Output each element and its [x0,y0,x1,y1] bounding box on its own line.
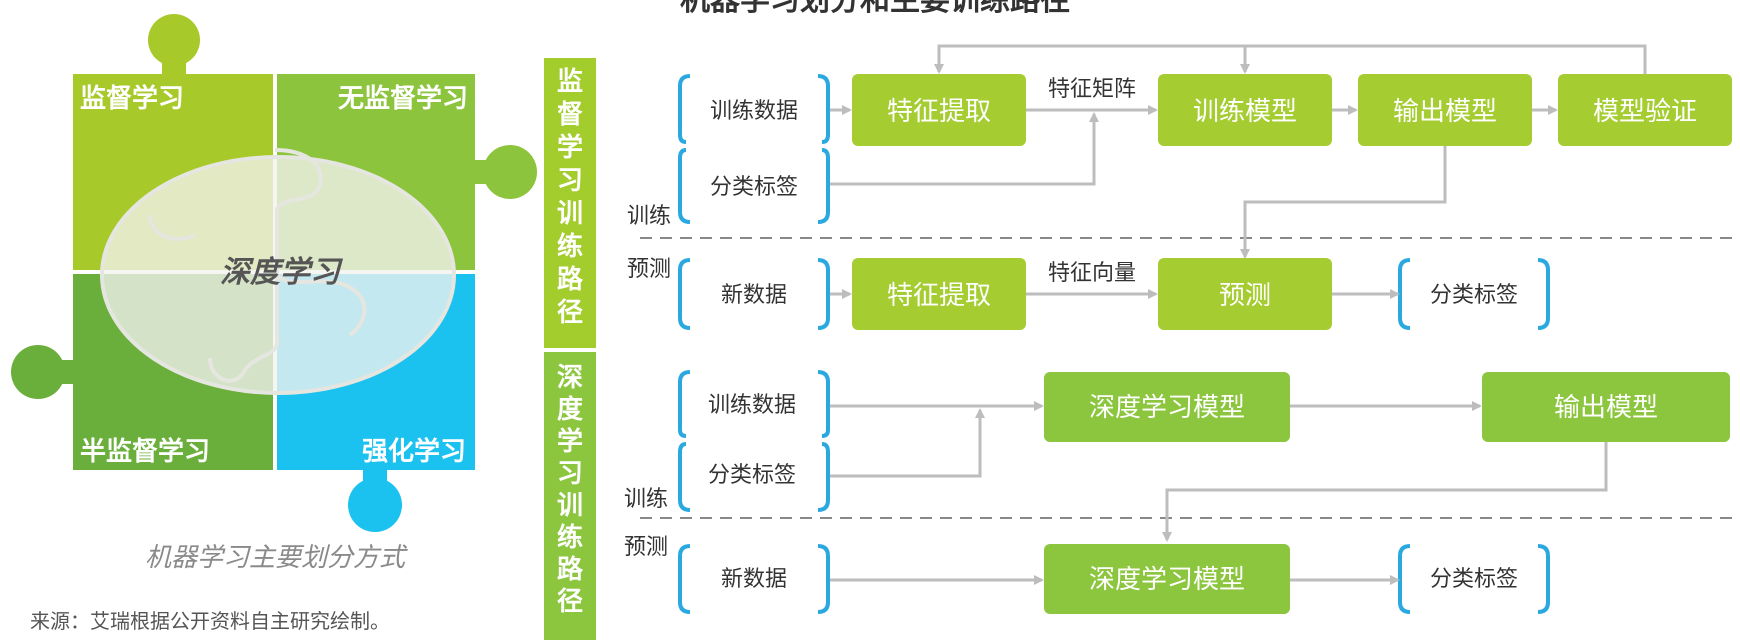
puzzle-knob-top [148,14,200,66]
puzzle-label-semi-supervised: 半监督学习 [80,436,210,467]
label-feature-matrix: 特征矩阵 [1048,77,1136,102]
puzzle-inner-outline [148,148,367,383]
brace-right-result [1537,258,1550,330]
section-label-deep-char: 径 [557,587,583,617]
brace-right-dl-label [817,442,830,512]
box-output-model-label: 输出模型 [1393,97,1497,127]
puzzle-label-supervised: 监督学习 [80,83,184,114]
puzzle-knob-top-neck [162,56,186,76]
arrow-dl-label-to-model [830,408,985,478]
box-predict-label: 预测 [1219,281,1271,311]
label-feature-vector: 特征向量 [1048,261,1136,286]
brace-right-train-data [817,74,830,144]
brace-left-dl-result [1398,544,1411,614]
sup-train-data: 训练数据 [710,99,798,124]
section-label-supervised-char: 路 [557,264,584,295]
section-label-supervised-char: 习 [557,166,583,196]
supervised-predict-tag: 预测 [627,257,671,282]
supervised-train-tag: 训练 [627,204,671,229]
section-label-deep-char: 深 [557,363,583,393]
dl-class-label: 分类标签 [708,463,796,488]
deep-flow: 训练 预测 训练数据 分类标签 深度学习模型 输出模型 新数据 深度学习模型 分… [624,370,1730,614]
box-feature-extract [852,74,1026,146]
section-label-supervised-char: 督 [557,99,583,130]
puzzle-label-deep-learning: 深度学习 [220,255,344,290]
supervised-flow: 训练 预测 训练数据 分类标签 特征提取 训练模型 输出模型 模型验证 特征矩阵… [627,44,1732,330]
arrow-dl-output-to-predict [1162,442,1608,542]
brace-right-dl-result [1537,544,1550,614]
puzzle-knob-left-neck [56,360,76,384]
brace-right-dl-new [817,544,830,614]
diagram-title: 机器学习划分和主要训练路径 [680,0,1070,18]
section-bar-supervised [544,58,596,348]
source-note: 来源：艾瑞根据公开资料自主研究绘制。 [30,609,390,633]
puzzle-knob-bottom [348,478,402,532]
deep-predict-tag: 预测 [624,535,668,560]
brace-right-dl-train [817,370,830,438]
box-feature-extract-label: 特征提取 [887,97,991,127]
box-validate-model-label: 模型验证 [1593,97,1697,127]
brace-left-dl-train [678,370,691,438]
brace-right-class-label [817,148,830,224]
puzzle-knob-right [483,145,537,199]
box-train-model [1158,74,1332,146]
section-label-deep-char: 度 [557,394,583,425]
dl-new-data: 新数据 [721,567,787,592]
section-label-supervised-char: 训 [557,199,583,229]
puzzle-knob-right-neck [472,160,494,184]
puzzle-knob-left [11,345,65,399]
box-dl-output [1482,372,1730,442]
dl-train-data: 训练数据 [708,393,796,418]
section-label-deep-char: 习 [557,459,583,489]
puzzle-caption: 机器学习主要划分方式 [145,543,408,573]
brace-left-result [1398,258,1411,330]
brace-left-dl-label [678,442,691,512]
brace-left-new-data [678,258,691,330]
box-dl-model-2 [1044,544,1290,614]
section-label-supervised-char: 学 [557,132,583,163]
box-feature-extract-2 [852,258,1026,330]
section-label-supervised-char: 径 [557,298,583,328]
box-validate-model [1558,74,1732,146]
box-dl-model-label: 深度学习模型 [1089,393,1245,423]
box-dl-output-label: 输出模型 [1554,393,1658,423]
puzzle-label-unsupervised: 无监督学习 [338,83,468,114]
box-feature-extract-2-label: 特征提取 [887,281,991,311]
box-train-model-label: 训练模型 [1193,97,1297,127]
box-dl-model-2-label: 深度学习模型 [1089,565,1245,595]
ml-puzzle: 监督学习 无监督学习 半监督学习 强化学习 深度学习 [11,14,537,532]
section-label-deep-char: 训 [557,491,583,521]
brace-left-train-data [678,74,691,144]
box-dl-model [1044,372,1290,442]
sup-new-data: 新数据 [721,283,787,308]
section-label-supervised-char: 监 [557,67,583,97]
arrow-label-to-matrix [830,112,1099,186]
section-label-deep-char: 练 [557,522,583,553]
puzzle-knob-bottom-neck [363,466,387,488]
dl-result-label: 分类标签 [1430,567,1518,592]
arrow-output-to-predict [1240,146,1447,259]
box-predict [1158,258,1332,330]
section-label-deep-char: 学 [557,426,583,457]
section-label-deep-char: 路 [557,554,584,585]
brace-left-class-label [678,148,691,224]
box-output-model [1358,74,1532,146]
brace-right-new-data [817,258,830,330]
deep-train-tag: 训练 [624,487,668,512]
section-bar-deep [544,352,596,640]
section-label-supervised-char: 练 [557,231,583,262]
sup-result-label: 分类标签 [1430,283,1518,308]
brace-left-dl-new [678,544,691,614]
sup-class-label: 分类标签 [710,175,798,200]
arrow-validate-feedback [934,44,1647,74]
puzzle-label-reinforcement: 强化学习 [362,436,466,467]
